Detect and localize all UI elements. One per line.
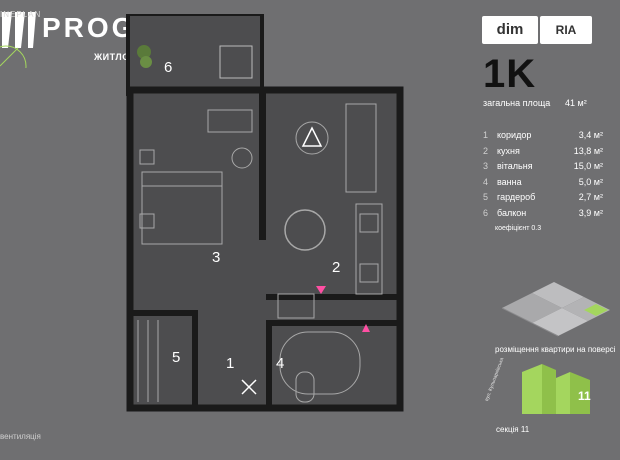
bed xyxy=(141,171,223,245)
toilet xyxy=(295,371,315,403)
floor-placement-caption: розміщення квартири на поверсі xyxy=(495,345,616,354)
room-name: коридор xyxy=(497,130,532,140)
desk xyxy=(207,109,253,133)
room-row: 5 гардероб 2,7 м² xyxy=(483,192,611,208)
room-area: 13,8 м² xyxy=(573,145,603,156)
room-row: 2 кухня 13,8 м² xyxy=(483,146,611,162)
entrance-marker-icon xyxy=(316,286,326,294)
lounge-chair xyxy=(219,45,253,79)
room-row: 3 вітальня 15,0 м² xyxy=(483,161,611,177)
room-number: 1 xyxy=(483,130,489,140)
kitchen-counter xyxy=(355,203,383,295)
room-number: 3 xyxy=(483,161,489,171)
nightstand xyxy=(139,149,155,165)
room-number: 2 xyxy=(483,145,489,156)
room-number: 6 xyxy=(483,207,489,218)
room-name: ванна xyxy=(497,176,522,187)
partial-brand-label: INEPLAN xyxy=(0,10,42,19)
room-label-1: 1 xyxy=(226,355,234,372)
room-area: 5,0 м² xyxy=(578,176,603,187)
room-area: 2,7 м² xyxy=(578,192,603,202)
room-area: 3,9 м² xyxy=(578,207,603,218)
room-number: 5 xyxy=(483,192,489,202)
dim-label: dim xyxy=(482,16,538,44)
room-label-5: 5 xyxy=(172,349,180,366)
room-label-6: 6 xyxy=(164,59,172,76)
apartment-highlight xyxy=(584,304,608,316)
room-area: 3,4 м² xyxy=(578,130,603,140)
dining-table xyxy=(284,209,326,251)
ria-label: RIA xyxy=(540,16,592,44)
room-area: 15,0 м² xyxy=(573,161,603,171)
ventilation-label: вентиляція xyxy=(0,432,41,441)
floor-placement-diagram xyxy=(501,282,610,337)
room-label-3: 3 xyxy=(212,249,220,266)
room-label-2: 2 xyxy=(332,259,340,276)
total-area-label: загальна площа xyxy=(483,98,551,108)
coefficient-note: коефіцієнт 0.3 xyxy=(495,225,542,232)
room-name: кухня xyxy=(497,145,520,156)
chair xyxy=(231,147,253,169)
room-row: 4 ванна 5,0 м² xyxy=(483,177,611,193)
section-building-diagram: 11 xyxy=(522,364,591,414)
room-number: 4 xyxy=(483,176,489,187)
room-list: 1 коридор 3,4 м² 2 кухня 13,8 м² 3 вітальня 15… xyxy=(483,130,611,223)
section-number: 11 xyxy=(578,389,591,403)
dim-ria-badge[interactable]: dim RIA xyxy=(482,16,592,46)
floor-plan: 3 2 1 4 5 6 xyxy=(126,14,404,412)
sink xyxy=(277,293,315,319)
street-label: вул. Кульпарківська xyxy=(484,356,506,403)
room-name: балкон xyxy=(497,207,527,218)
room-label-4: 4 xyxy=(276,355,284,372)
room-row: 1 коридор 3,4 м² xyxy=(483,130,611,146)
total-area-value: 41 м² xyxy=(565,98,587,108)
sofa xyxy=(345,103,377,193)
brand-logo-icon xyxy=(0,12,36,68)
room-row: 6 балкон 3,9 м² xyxy=(483,208,611,224)
bathtub xyxy=(279,331,361,395)
bath-marker-icon xyxy=(362,324,370,332)
room-name: гардероб xyxy=(497,192,536,202)
unit-type: 1K xyxy=(483,52,537,96)
section-caption: секція 11 xyxy=(496,425,530,434)
room-name: вітальня xyxy=(497,161,533,171)
